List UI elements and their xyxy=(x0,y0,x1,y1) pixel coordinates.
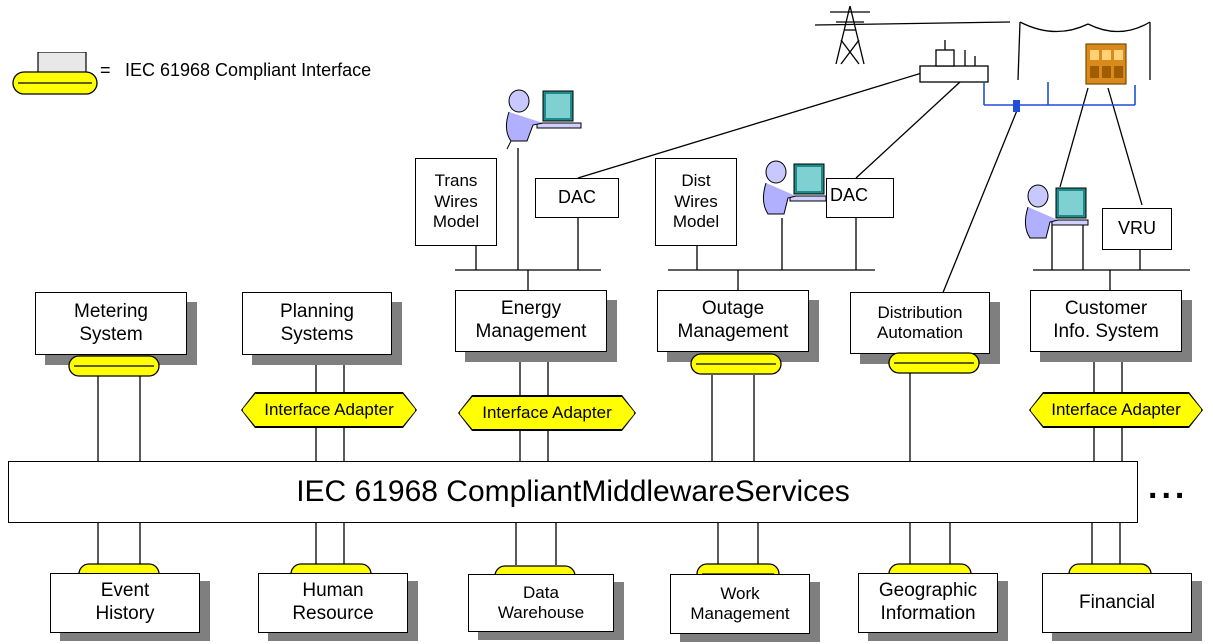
box-text: Planning xyxy=(280,300,354,322)
box-text: Outage xyxy=(701,298,765,320)
box-text: Warehouse xyxy=(497,603,585,622)
middleware-bus: IEC 61968 CompliantMiddlewareServices xyxy=(8,461,1138,523)
legend-prefix: = xyxy=(100,60,111,80)
box-text: Model xyxy=(672,212,720,232)
system-box-geographic-information: Geographic Information xyxy=(858,573,998,633)
operator-workstation-icon xyxy=(1024,184,1089,239)
box-text: Information xyxy=(880,603,976,624)
dac-box: DAC xyxy=(535,178,619,218)
bus-label: IEC 61968 CompliantMiddlewareServices xyxy=(296,475,850,508)
legend-label: IEC 61968 Compliant Interface xyxy=(125,60,372,80)
operator-workstation-icon xyxy=(762,160,827,215)
box-text: DAC xyxy=(557,187,596,208)
trans-wires-model-box: Trans Wires Model xyxy=(415,158,497,246)
box-text: Customer xyxy=(1064,298,1148,320)
box-text: DAC xyxy=(830,185,869,205)
interface-adapter: Interface Adapter xyxy=(459,396,635,430)
system-box-financial: Financial xyxy=(1042,573,1192,633)
box-text: Financial xyxy=(1078,591,1156,613)
compliant-interface-icon xyxy=(888,352,980,374)
system-box-work-management: Work Management xyxy=(670,574,810,634)
operator-workstation-icon xyxy=(505,89,582,150)
box-text: Data xyxy=(523,582,559,602)
adapter-label: Interface Adapter xyxy=(1051,400,1181,419)
box-text: Work xyxy=(720,583,760,603)
system-box-planning: Planning Systems xyxy=(242,292,392,355)
vru-box: VRU xyxy=(1102,208,1172,250)
compliant-interface-icon xyxy=(690,353,782,375)
system-box-human-resource: Human Resource xyxy=(258,573,408,633)
box-text: Management xyxy=(677,321,789,342)
box-text: VRU xyxy=(1117,218,1156,239)
system-box-data-warehouse: Data Warehouse xyxy=(468,574,614,632)
box-text: Info. System xyxy=(1053,321,1159,342)
dac-box: DAC xyxy=(826,178,894,218)
box-text: Automation xyxy=(877,323,963,342)
box-text: Resource xyxy=(292,603,374,624)
adapter-label: Interface Adapter xyxy=(264,400,394,419)
box-text: Management xyxy=(475,321,587,342)
box-text: Geographic xyxy=(878,580,978,602)
system-box-customer-info: Customer Info. System xyxy=(1030,290,1182,352)
interface-adapter: Interface Adapter xyxy=(242,393,416,427)
system-box-energy-management: Energy Management xyxy=(455,290,607,352)
box-text: Event xyxy=(100,580,150,602)
box-text: Management xyxy=(690,604,790,623)
box-text: Energy xyxy=(500,298,562,320)
box-text: Distribution xyxy=(877,302,963,322)
system-box-outage-management: Outage Management xyxy=(657,290,809,352)
system-box-distribution-automation: Distribution Automation xyxy=(850,292,990,354)
box-text: Model xyxy=(432,212,480,232)
box-text: Systems xyxy=(280,323,354,345)
interface-adapter: Interface Adapter xyxy=(1030,393,1202,427)
box-text: Human xyxy=(302,580,364,602)
interface-legend-icon xyxy=(12,52,98,95)
system-box-metering: Metering System xyxy=(35,292,187,355)
dist-wires-model-box: Dist Wires Model xyxy=(655,158,737,246)
more-ellipsis: ... xyxy=(1148,468,1189,506)
box-text: Dist xyxy=(681,171,711,191)
box-text: System xyxy=(79,323,143,345)
box-text: Trans xyxy=(434,171,478,191)
box-text: Wires xyxy=(434,191,478,211)
compliant-interface-icon xyxy=(68,355,160,377)
box-text: Metering xyxy=(74,300,148,322)
box-text: Wires xyxy=(674,191,718,211)
box-text: History xyxy=(95,603,155,624)
system-box-event-history: Event History xyxy=(50,573,200,633)
adapter-label: Interface Adapter xyxy=(482,403,612,422)
